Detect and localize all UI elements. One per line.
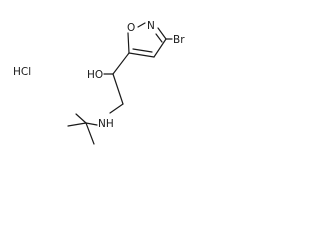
bond-cq-me-up — [75, 113, 87, 124]
bond-c3-c4 — [153, 38, 167, 58]
atom-label-nh: NH — [98, 118, 114, 130]
bond-cq-me-down — [85, 122, 95, 145]
bond-c5-c-alpha — [112, 52, 130, 75]
bond-c4-c5-inner — [132, 48, 153, 53]
bond-c-alpha-ch2 — [112, 73, 124, 105]
chain-bonds — [67, 38, 173, 145]
atom-label-ho: HO — [87, 69, 103, 81]
isoxazole-ring — [127, 22, 167, 58]
atom-label-o-ring: O — [127, 22, 135, 34]
bond-o1-n2 — [137, 22, 146, 28]
hcl-label: HCl — [13, 66, 31, 78]
structural-formula: HCl O N Br HO NH — [13, 20, 185, 145]
bond-nh-cq — [85, 122, 98, 126]
bond-cq-me-left — [67, 122, 87, 127]
bond-ch2-nh — [109, 103, 124, 114]
atom-label-br: Br — [173, 34, 185, 46]
bond-n2-c3-inner — [155, 33, 163, 43]
bond-c5-o1 — [127, 32, 130, 54]
bond-n2-c3 — [157, 27, 167, 40]
atom-label-n-ring: N — [147, 20, 155, 32]
bond-c4-c5 — [128, 52, 155, 58]
